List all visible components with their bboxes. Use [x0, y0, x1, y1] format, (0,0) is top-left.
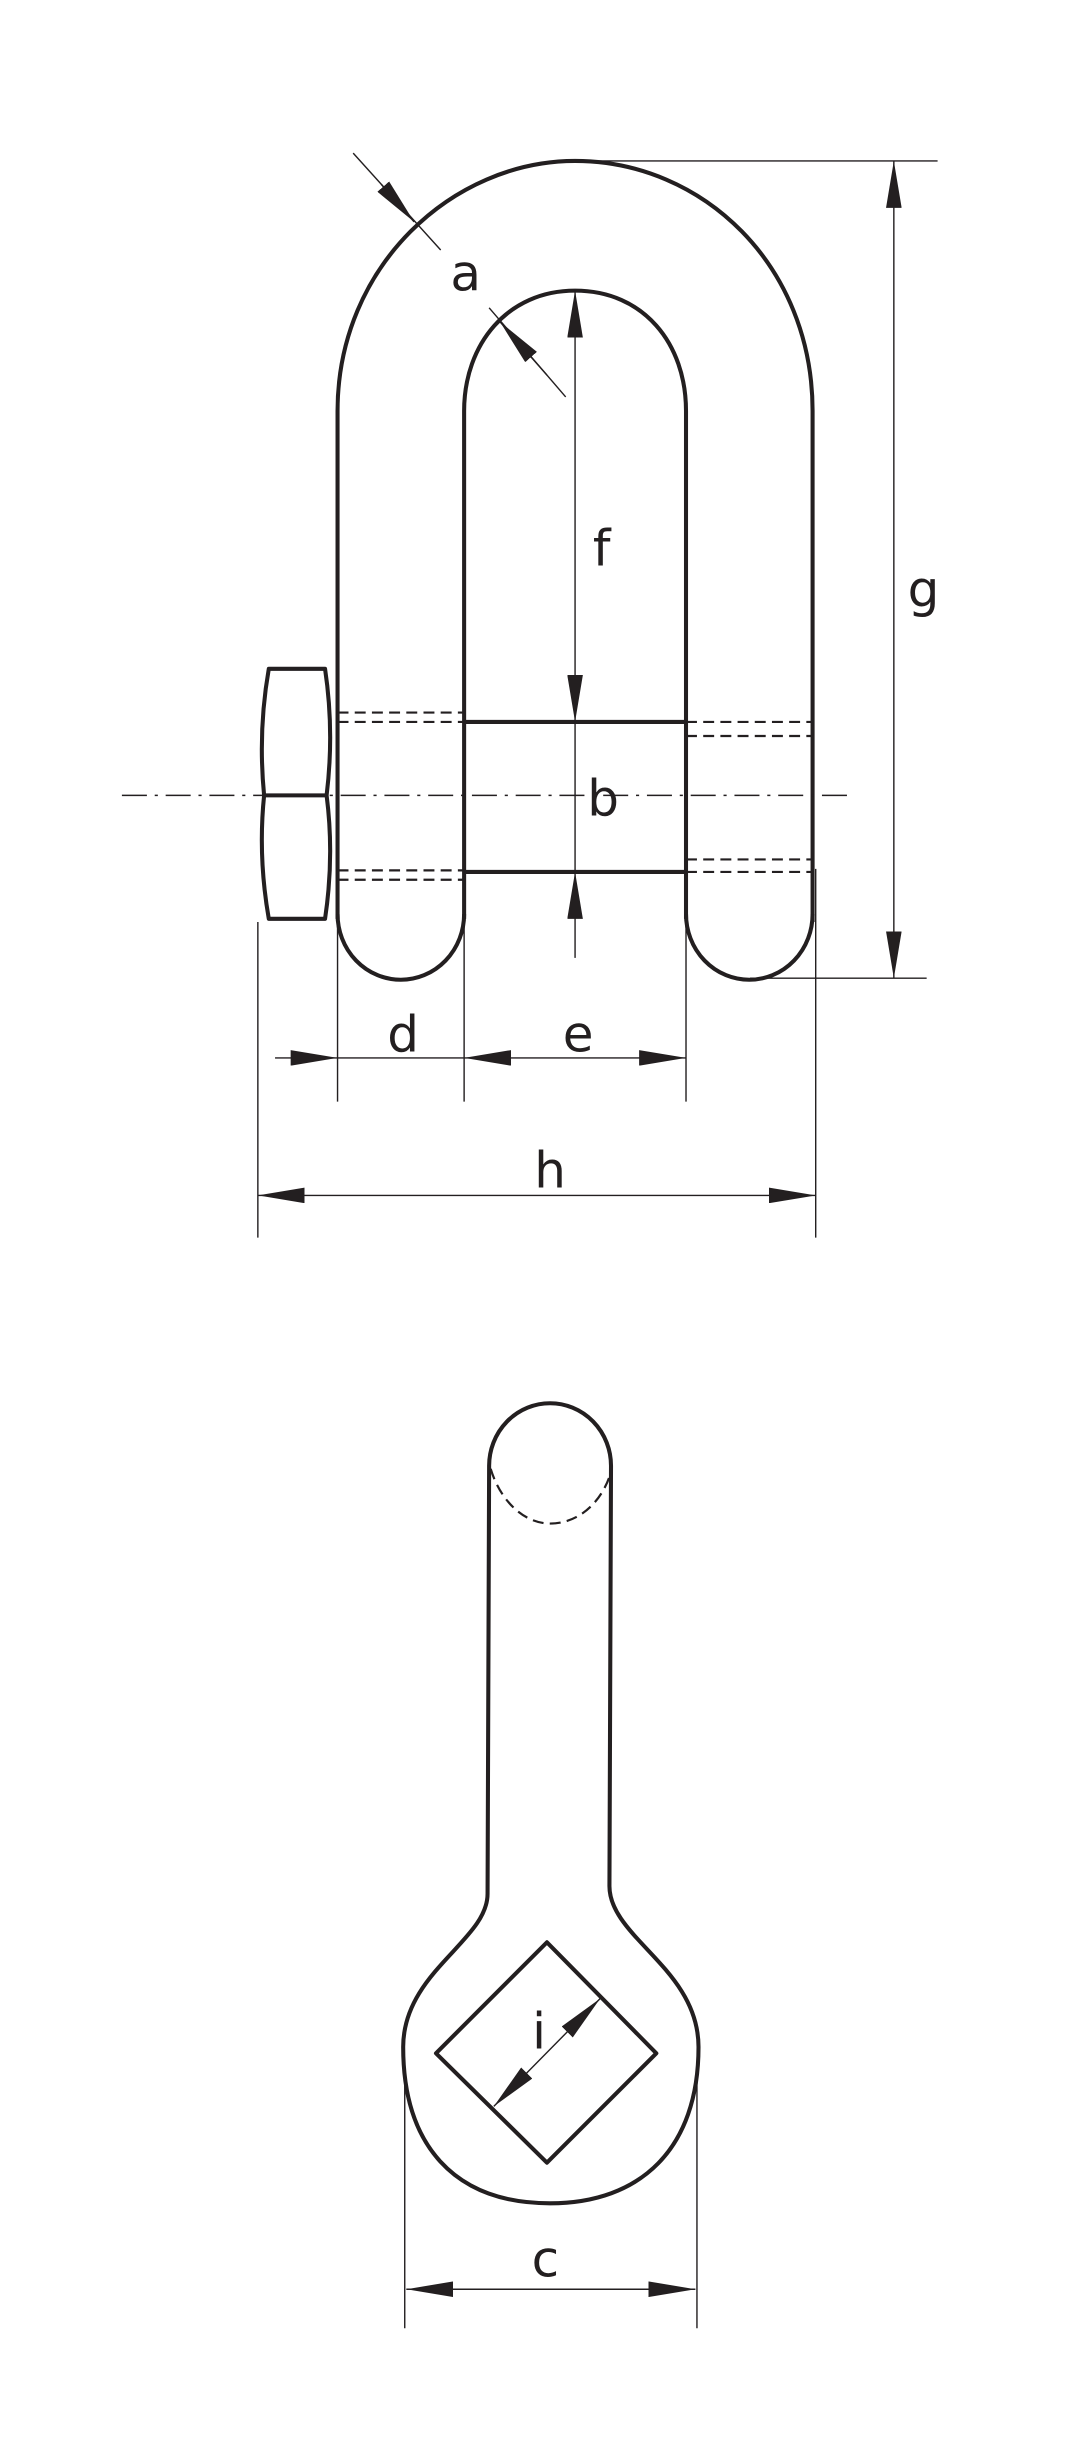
dimension-e: e: [464, 1006, 687, 1066]
label-h: h: [534, 1142, 566, 1200]
label-i: i: [532, 2003, 546, 2061]
label-b: b: [587, 770, 619, 828]
dimension-i: i: [493, 1998, 601, 2107]
right-eye-lobe: [683, 914, 815, 982]
side-view: i c: [401, 1401, 701, 2329]
left-eye-lobe: [335, 914, 467, 982]
pin-nut: [259, 666, 333, 921]
dimension-b: b: [567, 721, 619, 958]
label-e: e: [563, 1006, 594, 1064]
pin-hidden-lines: [337, 711, 813, 881]
extension-lines: [257, 868, 817, 1238]
label-g: g: [908, 560, 940, 618]
dimension-h: h: [257, 1142, 816, 1204]
dimension-c: c: [404, 2062, 698, 2329]
dimension-f: f: [567, 290, 612, 722]
front-view: a f b g d: [121, 152, 940, 1238]
label-d: d: [387, 1006, 419, 1064]
dimension-g: g: [575, 160, 940, 979]
dimension-d: d: [275, 1006, 465, 1066]
label-f: f: [593, 520, 612, 578]
dimension-a: a: [352, 152, 567, 398]
square-head: [433, 1940, 659, 2165]
pin-hidden-arc: [489, 1468, 611, 1525]
pin-outline: [401, 1401, 701, 2206]
label-a: a: [450, 245, 481, 303]
label-c: c: [532, 2231, 560, 2289]
